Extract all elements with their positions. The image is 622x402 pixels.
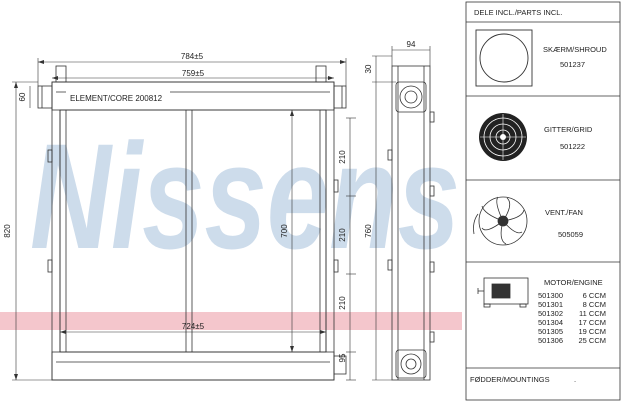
bottom-tank — [51, 351, 335, 381]
outlet-pipe-right — [333, 355, 347, 375]
motor-label: MOTOR/ENGINE — [544, 278, 603, 287]
dim-side-width: 94 — [407, 40, 416, 49]
watermark-band — [0, 312, 462, 330]
side-inlet-circle — [399, 85, 423, 109]
side-view — [387, 65, 435, 381]
motor-table: 501300 6 CCM 501301 8 CCM 501302 11 CCM … — [538, 291, 606, 345]
fan-icon — [473, 196, 528, 246]
dim-bottom: 95 — [338, 353, 347, 362]
motor-row-ccm: 25 CCM — [578, 336, 606, 345]
inlet-pipe-right — [333, 85, 347, 109]
motor-row-ccm: 19 CCM — [578, 327, 606, 336]
dim-overall-height: 820 — [3, 224, 12, 238]
dim-segment-b: 210 — [338, 228, 347, 242]
motor-row-ccm: 6 CCM — [583, 291, 606, 300]
fan-label: VENT./FAN — [545, 208, 583, 217]
motor-row-ccm: 8 CCM — [583, 300, 606, 309]
side-body — [391, 65, 431, 381]
dim-side-top: 30 — [364, 64, 373, 73]
motor-row-ccm: 17 CCM — [578, 318, 606, 327]
motor-row-ccm: 11 CCM — [579, 309, 606, 318]
motor-icon — [477, 277, 529, 308]
dim-inner-width: 759±5 — [182, 69, 205, 78]
side-outlet-circle — [400, 353, 422, 375]
arrowheads — [14, 60, 346, 380]
front-dimensions — [12, 58, 356, 381]
panel-header: DELE INCL./PARTS INCL. — [474, 8, 563, 17]
motor-row-code: 501300 — [538, 291, 563, 300]
grid-icon — [479, 113, 527, 161]
motor-row-code: 501305 — [538, 327, 563, 336]
shroud-label: SKÆRM/SHROUD — [543, 45, 607, 54]
parts-panel — [465, 1, 621, 401]
element-core-label: ELEMENT/CORE 200812 — [70, 94, 163, 103]
dim-top-tank: 60 — [18, 92, 27, 101]
shroud-icon — [475, 29, 533, 87]
shroud-code: 501237 — [560, 60, 585, 69]
fan-code: 505059 — [558, 230, 583, 239]
front-view — [37, 65, 347, 381]
dim-overall-width: 784±5 — [181, 52, 204, 61]
grid-label: GITTER/GRID — [544, 125, 593, 134]
dim-core-width: 724±5 — [182, 322, 205, 331]
dim-segment-c: 210 — [338, 296, 347, 310]
dim-segment-a: 210 — [338, 150, 347, 164]
motor-row-code: 501302 — [538, 309, 563, 318]
motor-row-code: 501306 — [538, 336, 563, 345]
side-dimensions — [372, 46, 431, 381]
dim-side-height: 760 — [364, 224, 373, 238]
mountings-label: FØDDER/MOUNTINGS — [470, 375, 550, 384]
mountings-mark: . — [574, 375, 576, 384]
grid-code: 501222 — [560, 142, 585, 151]
motor-row-code: 501304 — [538, 318, 563, 327]
dim-core-height: 700 — [280, 224, 289, 238]
watermark-logo: Nissens — [30, 112, 460, 280]
inlet-pipe-left — [37, 85, 53, 109]
motor-row-code: 501301 — [538, 300, 563, 309]
